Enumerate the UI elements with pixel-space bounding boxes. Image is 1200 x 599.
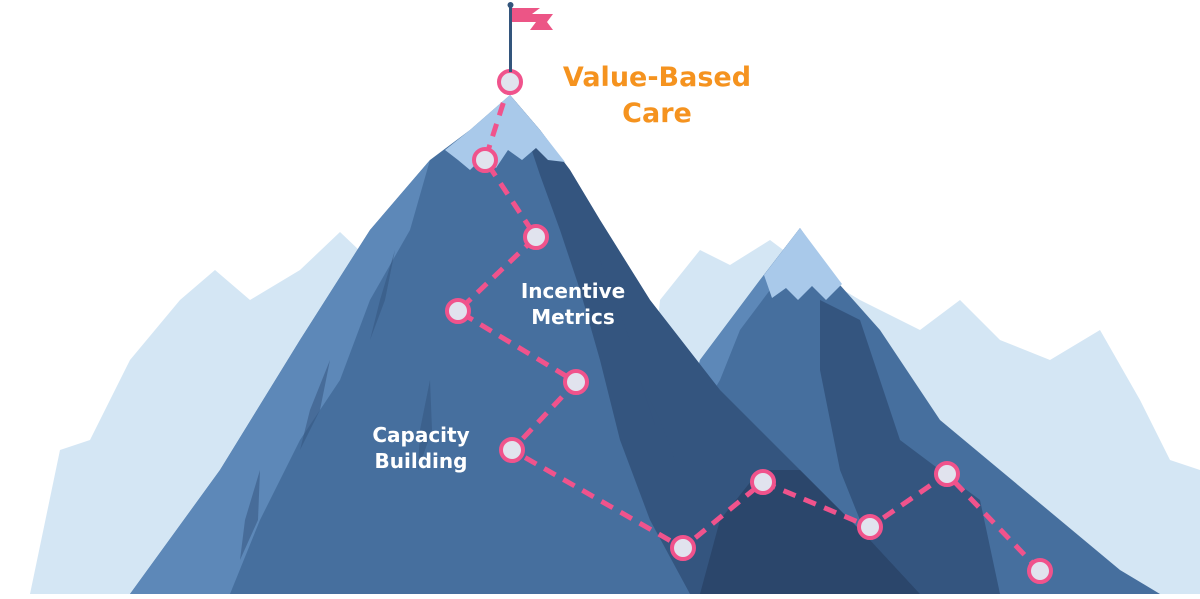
waypoint-circle-icon xyxy=(445,298,471,324)
incentive-label-line-2: Metrics xyxy=(531,305,615,330)
rock-streaks xyxy=(240,250,675,560)
rock-streak xyxy=(370,250,395,340)
capacity-building-label: Capacity Building xyxy=(346,422,496,475)
waypoint-circle-icon xyxy=(670,535,696,561)
summit-flag-icon xyxy=(507,2,553,72)
waypoint-circle-icon xyxy=(563,369,589,395)
capacity-label-line-2: Building xyxy=(374,449,468,474)
waypoint-circle-icon xyxy=(472,147,498,173)
waypoint-circle-icon xyxy=(857,514,883,540)
summit-label-line-1: Value-Based xyxy=(562,62,752,93)
rock-streak xyxy=(600,260,630,340)
waypoint-circle-icon xyxy=(499,437,525,463)
waypoint-circle-icon xyxy=(497,69,523,95)
right-mountain-snowcap xyxy=(764,228,842,300)
waypoint-circle-icon xyxy=(934,461,960,487)
rock-streak xyxy=(418,380,432,470)
rock-streak xyxy=(240,470,260,560)
summit-label: Value-Based Care xyxy=(548,60,766,131)
main-mountain-snowcap xyxy=(445,95,565,170)
summit-label-line-2: Care xyxy=(622,97,692,129)
capacity-label-line-1: Capacity xyxy=(372,423,470,447)
waypoint-circle-icon xyxy=(750,469,776,495)
waypoint-circle-icon xyxy=(1027,558,1053,584)
waypoints xyxy=(445,69,1053,584)
rock-streak xyxy=(300,360,330,450)
main-mountain xyxy=(130,95,920,594)
incentive-metrics-label: Incentive Metrics xyxy=(500,278,646,331)
waypoint-circle-icon xyxy=(523,224,549,250)
incentive-label-line-1: Incentive xyxy=(520,279,626,303)
rock-streak xyxy=(640,380,675,460)
